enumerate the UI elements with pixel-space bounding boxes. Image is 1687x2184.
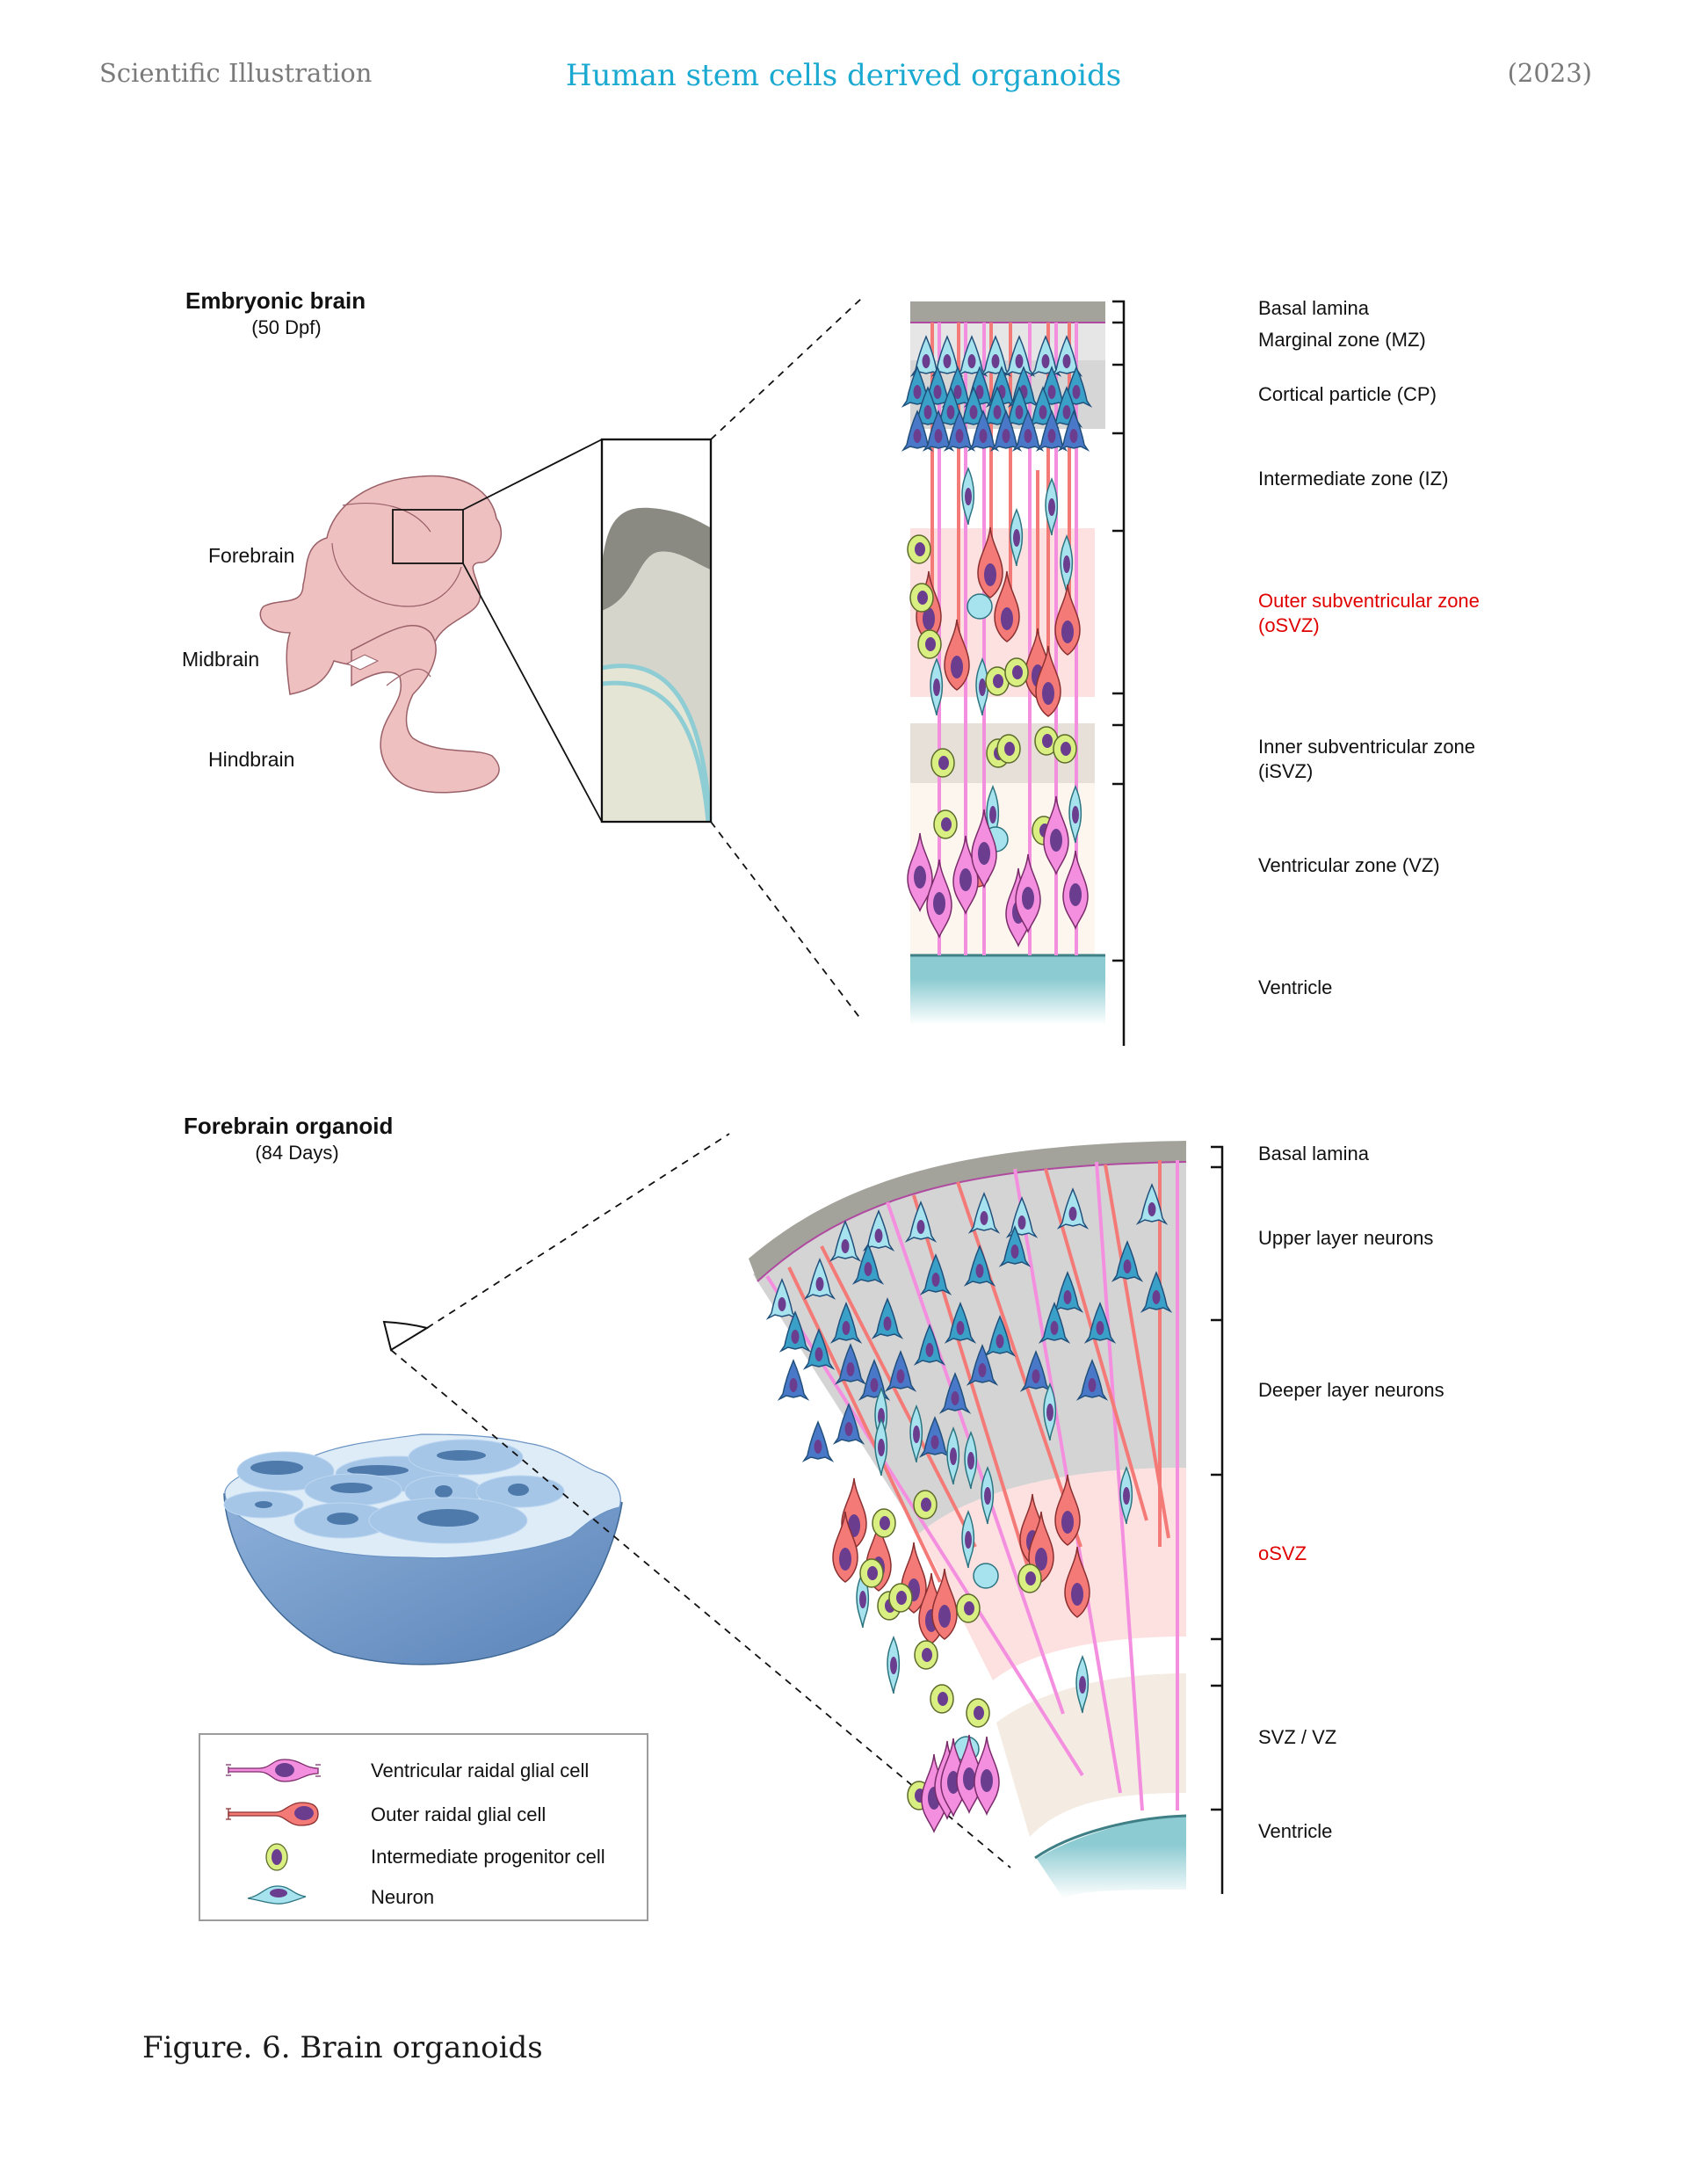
organoid-subtitle: (84 Days) <box>255 1142 339 1164</box>
organoid-title: Forebrain organoid <box>184 1113 394 1139</box>
legend-label: Outer raidal glial cell <box>371 1803 547 1825</box>
embryonic-zone-bracket <box>1112 300 1126 1046</box>
embryonic-title: Embryonic brain <box>185 287 366 314</box>
organoid-zone-bracket <box>1211 1145 1224 1894</box>
organoid-zone-label-deeper-layer-neurons: Deeper layer neurons <box>1258 1379 1444 1401</box>
legend-label: Neuron <box>371 1886 435 1908</box>
organoid-zone-label-upper-layer-neurons: Upper layer neurons <box>1258 1227 1434 1249</box>
zone-label-ventricle: Ventricle <box>1258 976 1333 998</box>
zone-label-isvz-line2: (iSVZ) <box>1258 760 1314 782</box>
zone-label-marginal-zone: Marginal zone (MZ) <box>1258 329 1426 351</box>
region-label-hindbrain: Hindbrain <box>208 748 295 771</box>
region-label-forebrain: Forebrain <box>208 544 295 567</box>
zone-label-osvz-line1: Outer subventricular zone <box>1258 590 1480 612</box>
embryonic-cortex-column <box>902 300 1126 1046</box>
zone-label-intermediate-zone: Intermediate zone (IZ) <box>1258 468 1449 490</box>
header-title: Human stem cells derived organoids <box>565 58 1122 93</box>
zone-label-cortical-plate: Cortical particle (CP) <box>1258 383 1437 405</box>
zone-label-osvz-line2: (oSVZ) <box>1258 614 1320 636</box>
embryonic-subtitle: (50 Dpf) <box>251 316 322 338</box>
organoid-illustration <box>223 1133 1011 1868</box>
legend-item: Intermediate progenitor cell <box>200 1839 647 1874</box>
legend-item: Neuron <box>200 1879 647 1914</box>
organoid-zone-label-ventricle: Ventricle <box>1258 1820 1333 1842</box>
organoid-zone-label-basal-lamina: Basal lamina <box>1258 1143 1369 1165</box>
organoid-zone-label-svz-vz: SVZ / VZ <box>1258 1726 1337 1748</box>
ventricular-radial-glial-cell-icon <box>226 1759 321 1782</box>
organoid-cortex-wedge <box>749 1141 1224 1898</box>
region-label-midbrain: Midbrain <box>182 648 260 671</box>
zone-label-isvz: Inner subventricular zone (iSVZ) <box>1258 735 1475 784</box>
legend-label: Ventricular raidal glial cell <box>371 1760 590 1781</box>
zone-label-isvz-line1: Inner subventricular zone <box>1258 736 1476 758</box>
legend-item: Ventricular raidal glial cell <box>200 1752 647 1788</box>
intermediate-progenitor-cell-icon <box>265 1843 288 1871</box>
legend-label: Intermediate progenitor cell <box>371 1846 605 1868</box>
figure-caption: Figure. 6. Brain organoids <box>142 2030 543 2065</box>
embryonic-brain-illustration <box>259 298 862 1020</box>
zone-label-osvz: Outer subventricular zone (oSVZ) <box>1258 589 1480 638</box>
neuron-icon <box>247 1885 307 1905</box>
outer-radial-glial-cell-icon <box>226 1802 319 1826</box>
header-year: (2023) <box>1507 58 1592 88</box>
zone-label-basal-lamina: Basal lamina <box>1258 297 1369 319</box>
organoid-zone-label-osvz: oSVZ <box>1258 1542 1307 1564</box>
cell-type-legend: Ventricular raidal glial cell Outer raid… <box>199 1733 648 1921</box>
zone-label-ventricular-zone: Ventricular zone (VZ) <box>1258 854 1440 876</box>
legend-item: Outer raidal glial cell <box>200 1796 647 1832</box>
header-category: Scientific Illustration <box>99 58 373 88</box>
